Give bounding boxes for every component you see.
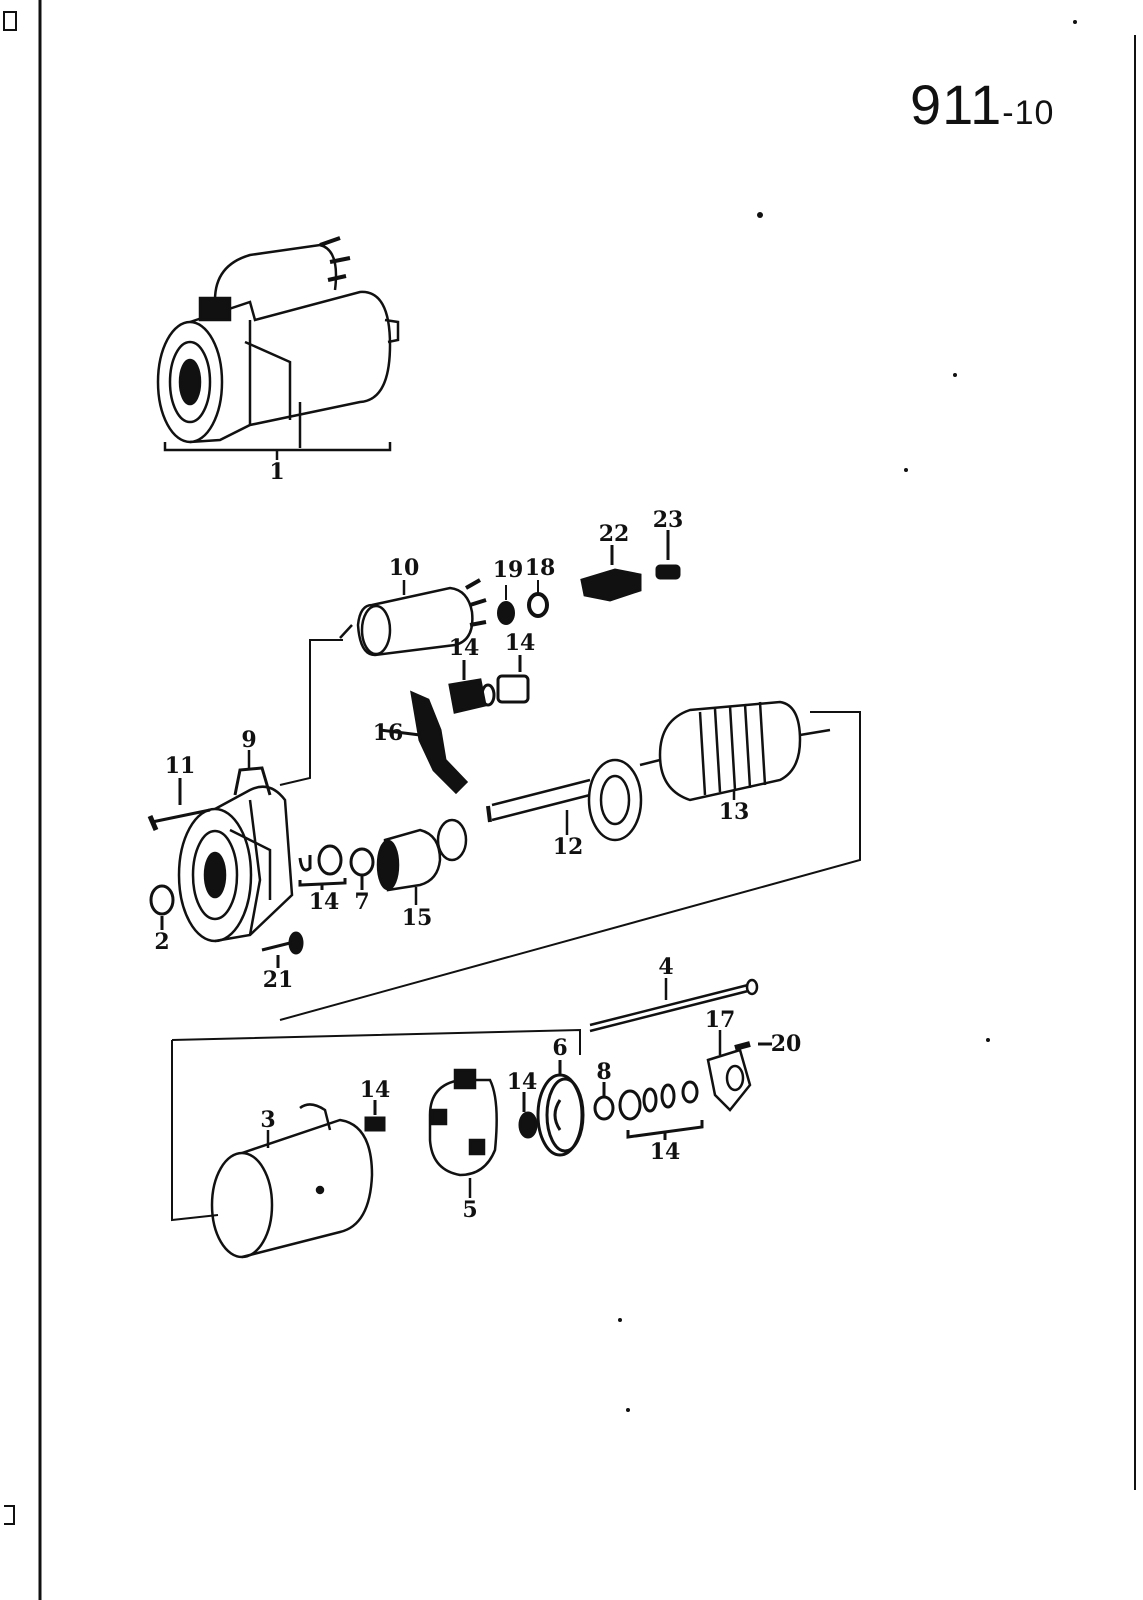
callout-8: 8: [596, 1059, 612, 1085]
yoke-housing: [210, 1103, 374, 1259]
callout-13: 13: [718, 799, 750, 825]
drive-end-housing: [177, 750, 294, 943]
callout-16: 16: [372, 720, 404, 746]
starter-motor-assembly: [156, 236, 400, 460]
callout-12: 12: [552, 834, 584, 860]
end-cap: [706, 1030, 752, 1112]
armature: [639, 700, 831, 802]
callout-20: 20: [770, 1031, 802, 1057]
washers-near-housing: [298, 844, 347, 890]
callout-22: 22: [598, 521, 630, 547]
solenoid-switch: [339, 578, 487, 657]
stop-ring: [349, 847, 375, 890]
callout-11: 11: [164, 753, 196, 779]
page-number: 911-10: [910, 72, 1054, 137]
callout-19: 19: [492, 557, 524, 583]
callout-1: 1: [269, 459, 285, 485]
intermediate-bearing: [486, 758, 643, 842]
page-frame: [3, 0, 1136, 1600]
callout-9: 9: [241, 727, 257, 753]
callout-3: 3: [260, 1107, 276, 1133]
screw-20: [734, 1041, 772, 1051]
assembly-leader-lines: [171, 639, 861, 1222]
callout-23: 23: [652, 507, 684, 533]
page-number-suffix: -10: [1002, 94, 1055, 132]
bolt-11: [147, 778, 211, 831]
callout-6: 6: [552, 1035, 568, 1061]
through-bolt: [589, 978, 759, 1033]
callout-14-washer-6: 14: [506, 1069, 538, 1095]
callout-5: 5: [462, 1197, 478, 1223]
washer-group-right: [618, 1080, 704, 1140]
callout-7: 7: [354, 889, 370, 915]
callout-10: 10: [388, 555, 420, 581]
nuts-18-19: [497, 580, 549, 625]
commutator-end-shield: [536, 1060, 585, 1157]
brush-holder: [428, 1068, 498, 1198]
callout-18: 18: [524, 555, 556, 581]
callout-14-brush: 14: [504, 630, 536, 656]
bushing-2: [149, 884, 175, 930]
washer-left-6: [518, 1092, 538, 1139]
callout-17: 17: [704, 1007, 736, 1033]
terminal-bridge: [580, 530, 681, 602]
pinion-drive: [376, 818, 468, 905]
callout-14-washers: 14: [308, 889, 340, 915]
bushing-8: [593, 1082, 615, 1121]
callout-21: 21: [262, 967, 294, 993]
callout-14-bushing: 14: [448, 635, 480, 661]
callout-4: 4: [658, 954, 674, 980]
paper-specks: [618, 20, 1077, 1412]
callout-15: 15: [401, 905, 433, 931]
brush-small: [364, 1100, 386, 1132]
callout-14-brush-small: 14: [359, 1077, 391, 1103]
bushing-upper: [448, 655, 530, 714]
callout-14-washer-group: 14: [649, 1139, 681, 1165]
page-number-main: 911: [910, 73, 1003, 136]
engaging-lever: [379, 690, 469, 795]
callout-2: 2: [154, 929, 170, 955]
screw-21: [261, 931, 304, 968]
